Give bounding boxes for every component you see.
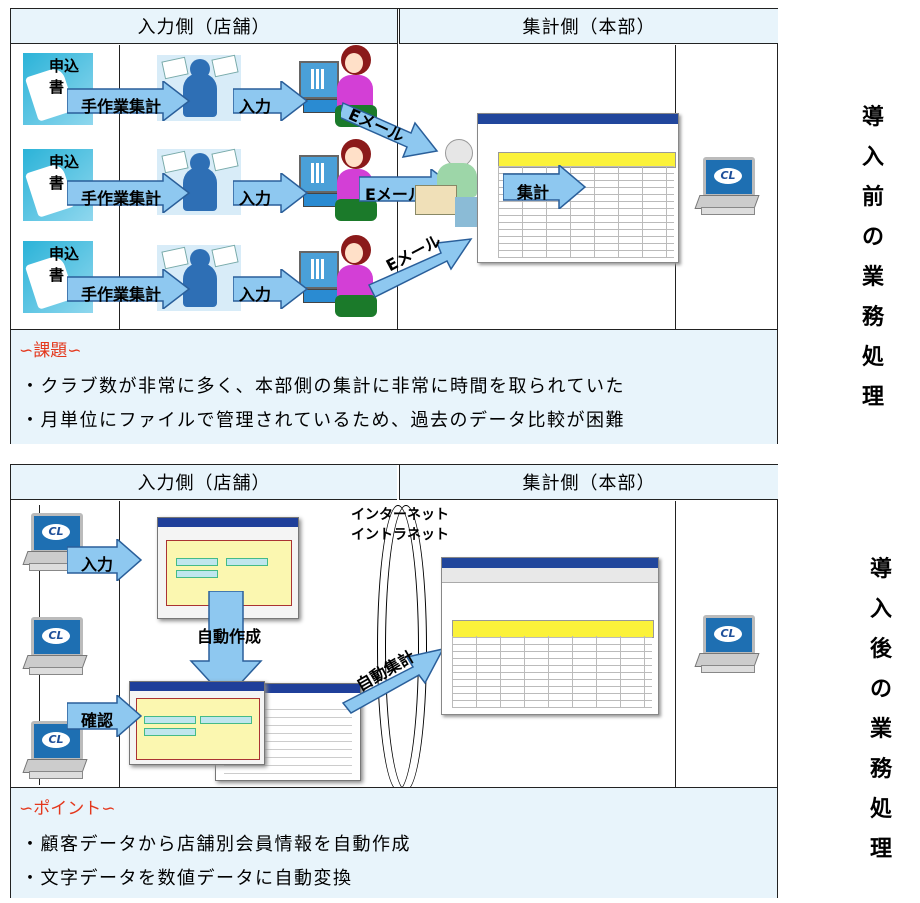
network-label: インターネット イントラネット (351, 507, 449, 543)
side-label-after: 導入後の業務処理 (869, 557, 892, 862)
email-label: Eメール (365, 185, 424, 204)
input-arrow (233, 269, 309, 309)
handwork-arrow (67, 269, 191, 309)
point-line-1: ・顧客データから店舗別会員情報を自動作成 (21, 834, 411, 855)
input-label: 入力 (239, 189, 272, 208)
after-input-label: 入力 (81, 555, 114, 574)
email-arrow-top (341, 101, 439, 158)
email-arrow-bottom (367, 238, 473, 299)
points-title: ∽ポイント∽ (19, 799, 116, 819)
side-label-before: 導入前の業務処理 (861, 105, 884, 410)
handwork-arrow (67, 81, 191, 121)
after-panel: 入力側（店舗） 集計側（本部） インターネット イントラネット CL CL CL… (10, 464, 778, 898)
before-header-right: 集計側（本部） (399, 9, 778, 44)
store-computer-icon: CL (22, 615, 88, 675)
confirm-label: 確認 (81, 711, 114, 730)
after-header-right: 集計側（本部） (399, 465, 778, 500)
sum-label: 集計 (517, 183, 550, 202)
confirm-form-screenshot (129, 681, 265, 765)
input-label: 入力 (239, 285, 272, 304)
before-panel: 入力側（店舗） 集計側（本部） 申込書 申込書 申込書 手作業集計 入力 手作業… (10, 8, 778, 444)
issues-box: ∽課題∽ ・クラブ数が非常に多く、本部側の集計に非常に時間を取られていた ・月単… (11, 329, 777, 444)
issue-line-2: ・月単位にファイルで管理されているため、過去のデータ比較が困難 (21, 410, 625, 431)
handwork-label: 手作業集計 (81, 285, 162, 304)
auto-create-label: 自動作成 (197, 627, 262, 646)
auto-create-arrow (189, 591, 263, 701)
input-arrow (233, 81, 309, 121)
operator-icon (299, 45, 379, 133)
application-form-icon: 申込書 (23, 149, 93, 221)
input-label: 入力 (239, 97, 272, 116)
issue-line-1: ・クラブ数が非常に多く、本部側の集計に非常に時間を取られていた (21, 376, 625, 397)
after-divider-right (675, 501, 676, 787)
before-header-left: 入力側（店舗） (11, 9, 397, 44)
sum-arrow (503, 165, 587, 209)
handwork-label: 手作業集計 (81, 97, 162, 116)
hq-computer-icon: CL (694, 613, 760, 673)
issues-title: ∽課題∽ (19, 341, 82, 361)
clerk-icon (157, 54, 241, 121)
auto-sum-arrow (341, 647, 445, 714)
operator-icon (299, 235, 379, 323)
auto-summary-spreadsheet (441, 557, 659, 715)
summary-spreadsheet (477, 113, 679, 263)
before-divider-mid (397, 9, 398, 329)
points-box: ∽ポイント∽ ・顧客データから店舗別会員情報を自動作成 ・文字データを数値データ… (11, 787, 777, 898)
handwork-label: 手作業集計 (81, 189, 162, 208)
point-line-2: ・文字データを数値データに自動変換 (21, 868, 353, 889)
after-input-arrow (67, 539, 143, 581)
hq-computer-icon: CL (694, 155, 760, 215)
input-arrow (233, 173, 309, 213)
operator-icon (299, 139, 379, 227)
after-divider-left (119, 501, 120, 787)
handwork-arrow (67, 173, 191, 213)
confirm-arrow (67, 695, 143, 737)
hq-manager-icon (415, 139, 485, 229)
after-header-left: 入力側（店舗） (11, 465, 397, 500)
